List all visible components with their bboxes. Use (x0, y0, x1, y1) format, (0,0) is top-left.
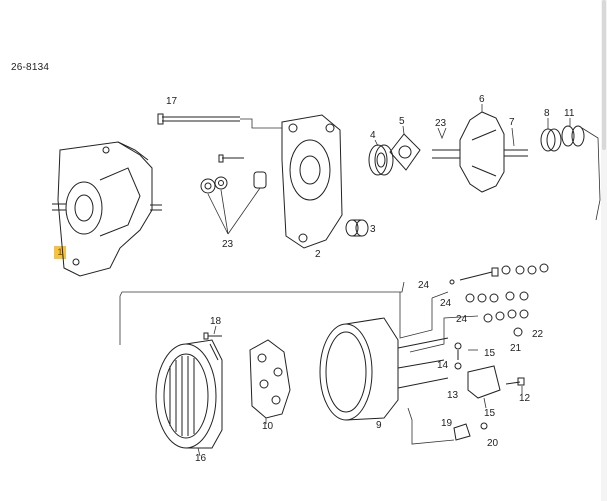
label-2: 2 (315, 249, 321, 260)
label-24-c: 24 (456, 314, 468, 325)
part-brush-holder (319, 317, 449, 421)
label-23: 23 (222, 239, 234, 250)
diagram-reference-number: 26-8134 (11, 62, 50, 73)
vertical-scrollbar[interactable] (601, 0, 607, 501)
label-12: 12 (519, 393, 531, 404)
part-bearing (368, 139, 394, 176)
label-5: 5 (399, 116, 405, 127)
label-24-a: 24 (418, 280, 430, 291)
part-nuts (200, 171, 267, 235)
part-rotor (432, 104, 528, 193)
label-18: 18 (210, 316, 222, 327)
part-retaining-plate (389, 125, 421, 171)
label-7: 7 (509, 117, 515, 128)
part-alternator-housing (52, 141, 162, 277)
part-bushing (345, 219, 369, 237)
label-11: 11 (564, 108, 575, 119)
label-13: 13 (447, 390, 459, 401)
part-end-shield (281, 114, 343, 249)
label-14: 14 (437, 360, 449, 371)
label-22: 22 (532, 329, 544, 340)
label-10: 10 (262, 421, 274, 432)
part-regulator (454, 342, 525, 409)
part-small-screw (203, 325, 222, 340)
label-20: 20 (487, 438, 499, 449)
label-9: 9 (376, 420, 382, 431)
label-23-top: 23 (435, 118, 447, 129)
label-8: 8 (544, 108, 550, 119)
label-21: 21 (510, 343, 522, 354)
part-slip-bearing (540, 118, 585, 152)
label-15-a: 15 (484, 348, 496, 359)
part-screw (218, 154, 244, 163)
label-17: 17 (166, 96, 178, 107)
label-19: 19 (441, 418, 453, 429)
part-rectifier (249, 339, 291, 424)
part-brush (407, 407, 488, 445)
label-3: 3 (370, 224, 376, 235)
label-24-b: 24 (440, 298, 452, 309)
label-15-b: 15 (484, 408, 496, 419)
part-bolt (157, 113, 240, 125)
label-4: 4 (370, 130, 376, 141)
label-16: 16 (195, 453, 207, 464)
label-6: 6 (479, 94, 485, 105)
part-stator (155, 339, 223, 449)
scrollbar-thumb[interactable] (602, 0, 606, 150)
part-terminal-hardware (449, 263, 549, 337)
